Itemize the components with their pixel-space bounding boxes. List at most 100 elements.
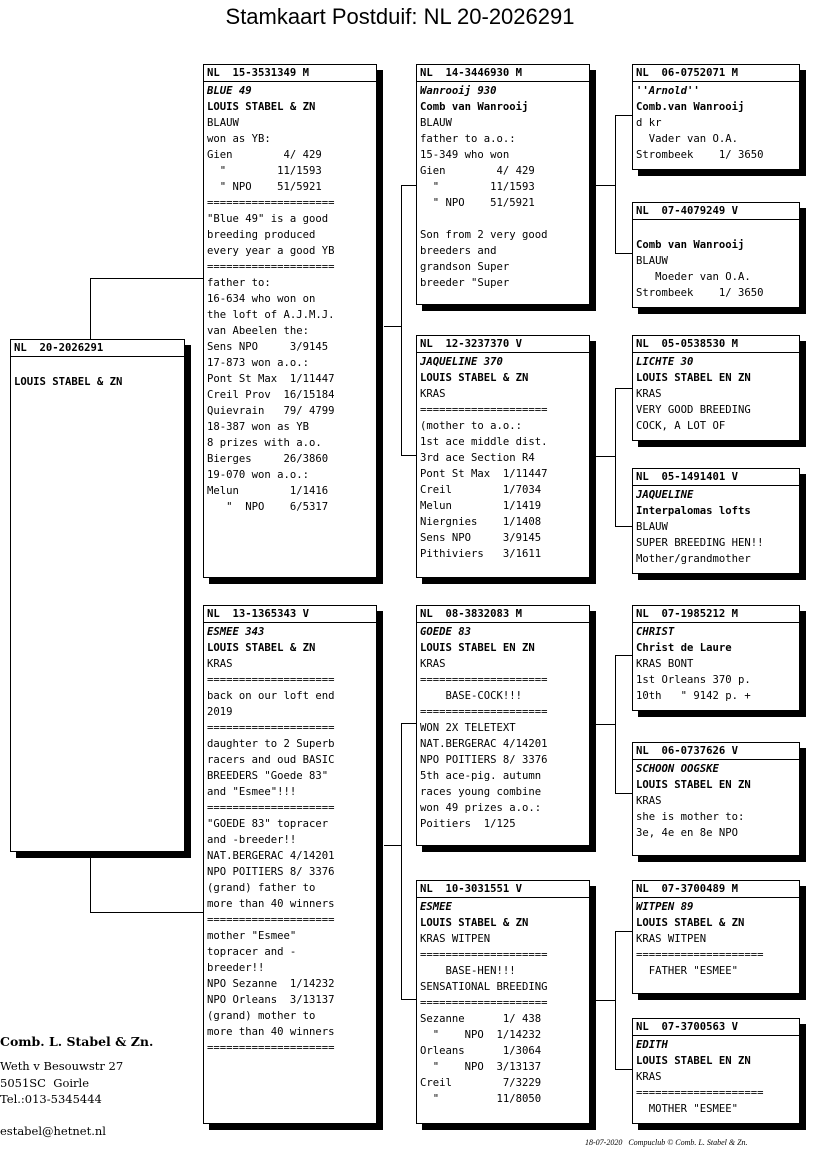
info-line: 10th " 9142 p. + — [636, 690, 751, 702]
page-title: Stamkaart Postduif: NL 20-2026291 — [225, 4, 575, 29]
ring-number: NL 08-3832083 M — [417, 607, 589, 623]
info-line: ==================== — [636, 949, 764, 961]
owner-street: Weth v Besouwstr 27 — [0, 1059, 124, 1073]
info-line: Pithiviers 3/1611 — [420, 548, 542, 560]
connector-line — [384, 845, 402, 846]
info-line: more than 40 winners — [207, 898, 335, 910]
info-line: grandson Super — [420, 261, 510, 273]
info-line: BASE-COCK!!! — [420, 690, 523, 702]
info-line: 17-873 won a.o.: — [207, 357, 310, 369]
info-line: WON 2X TELETEXT — [420, 722, 516, 734]
info-line: ==================== — [420, 997, 548, 1009]
info-line: SENSATIONAL BREEDING — [420, 981, 548, 993]
breeder-name: Interpalomas lofts — [636, 505, 751, 517]
info-line: Creil Prov 16/15184 — [207, 389, 335, 401]
info-line: ==================== — [420, 674, 548, 686]
owner-email[interactable]: estabel@hetnet.nl — [0, 1124, 106, 1138]
connector-line — [90, 912, 204, 913]
connector-line — [596, 185, 616, 186]
breeder-name: LOUIS STABEL & ZN — [420, 372, 529, 384]
info-line: " 11/1593 — [420, 181, 535, 193]
info-line: back on our loft end — [207, 690, 335, 702]
info-line: KRAS WITPEN — [420, 933, 491, 945]
info-line: the loft of A.J.M.J. — [207, 309, 335, 321]
breeder-name: LOUIS STABEL & ZN — [636, 917, 745, 929]
info-line: KRAS — [420, 388, 446, 400]
connector-line — [401, 723, 417, 724]
connector-line — [615, 1069, 632, 1070]
info-line: 8 prizes with a.o. — [207, 437, 322, 449]
connector-line — [615, 115, 616, 253]
info-line: Creil 1/7034 — [420, 484, 542, 496]
connector-line — [615, 931, 616, 1069]
breeder-name: Comb.van Wanrooij — [636, 101, 745, 113]
info-line: ==================== — [207, 197, 335, 209]
ring-number: NL 15-3531349 M — [204, 66, 376, 82]
connector-line — [90, 278, 204, 279]
info-line: 1st Orleans 370 p. — [636, 674, 751, 686]
ring-number: NL 05-0538530 M — [633, 337, 799, 353]
info-line: " NPO 51/5921 — [207, 181, 322, 193]
info-line: won 49 prizes a.o.: — [420, 802, 542, 814]
breeder-name: LOUIS STABEL EN ZN — [636, 1055, 751, 1067]
pigeon-name: LICHTE 30 — [636, 356, 694, 368]
subject-card: NL 20-2026291 LOUIS STABEL & ZN — [10, 339, 185, 852]
info-line: 16-634 who won on — [207, 293, 316, 305]
info-line: "GOEDE 83" topracer — [207, 818, 329, 830]
info-line: 5th ace-pig. autumn — [420, 770, 542, 782]
info-line: Strombeek 1/ 3650 — [636, 287, 764, 299]
info-line: ==================== — [420, 404, 548, 416]
info-line: ==================== — [420, 706, 548, 718]
owner-city: 5051SC Goirle — [0, 1076, 90, 1090]
info-line: races young combine — [420, 786, 542, 798]
pigeon-name: ''Arnold'' — [636, 85, 700, 97]
info-line: KRAS — [636, 1071, 662, 1083]
info-line: 2019 — [207, 706, 233, 718]
info-line: (mother to a.o.: — [420, 420, 523, 432]
ring-number: NL 06-0752071 M — [633, 66, 799, 82]
pigeon-name: EDITH — [636, 1039, 668, 1051]
info-line: 18-387 won as YB — [207, 421, 310, 433]
info-line: BLAUW — [636, 255, 668, 267]
info-line: FATHER "ESMEE" — [636, 965, 739, 977]
pigeon-name: BLUE 49 — [207, 85, 252, 97]
info-line: father to: — [207, 277, 271, 289]
info-line: Mother/grandmother — [636, 553, 751, 565]
ring-number: NL 07-3700489 M — [633, 882, 799, 898]
info-line: KRAS WITPEN — [636, 933, 707, 945]
info-line: Strombeek 1/ 3650 — [636, 149, 764, 161]
info-line: Creil 7/3229 — [420, 1077, 542, 1089]
info-line: she is mother to: — [636, 811, 745, 823]
connector-line — [615, 526, 632, 527]
pigeon-name: JAQUELINE — [636, 489, 694, 501]
breeder-name: Christ de Laure — [636, 642, 732, 654]
ring-number: NL 13-1365343 V — [204, 607, 376, 623]
pigeon-name: WITPEN 89 — [636, 901, 694, 913]
info-line: Gien 4/ 429 — [207, 149, 322, 161]
info-line: SUPER BREEDING HEN!! — [636, 537, 764, 549]
info-line: BREEDERS "Goede 83" — [207, 770, 329, 782]
info-line: KRAS — [636, 388, 662, 400]
pigeon-name: SCHOON OOGSKE — [636, 763, 719, 775]
info-line: BLAUW — [636, 521, 668, 533]
info-line: van Abeelen the: — [207, 325, 310, 337]
info-line: ==================== — [207, 261, 335, 273]
info-line: " 11/8050 — [420, 1093, 542, 1105]
info-line: more than 40 winners — [207, 1026, 335, 1038]
info-line: (grand) father to — [207, 882, 316, 894]
pigeon-name: ESMEE — [420, 901, 452, 913]
info-line: KRAS — [420, 658, 446, 670]
info-line: father to a.o.: — [420, 133, 516, 145]
info-line: VERY GOOD BREEDING — [636, 404, 751, 416]
ring-number: NL 07-4079249 V — [633, 204, 799, 220]
info-line: 1st ace middle dist. — [420, 436, 548, 448]
pigeon-name: GOEDE 83 — [420, 626, 472, 638]
info-line: Orleans 1/3064 — [420, 1045, 542, 1057]
breeder-name: LOUIS STABEL EN ZN — [636, 779, 751, 791]
info-line: ==================== — [207, 722, 335, 734]
breeder-name: LOUIS STABEL EN ZN — [420, 642, 535, 654]
